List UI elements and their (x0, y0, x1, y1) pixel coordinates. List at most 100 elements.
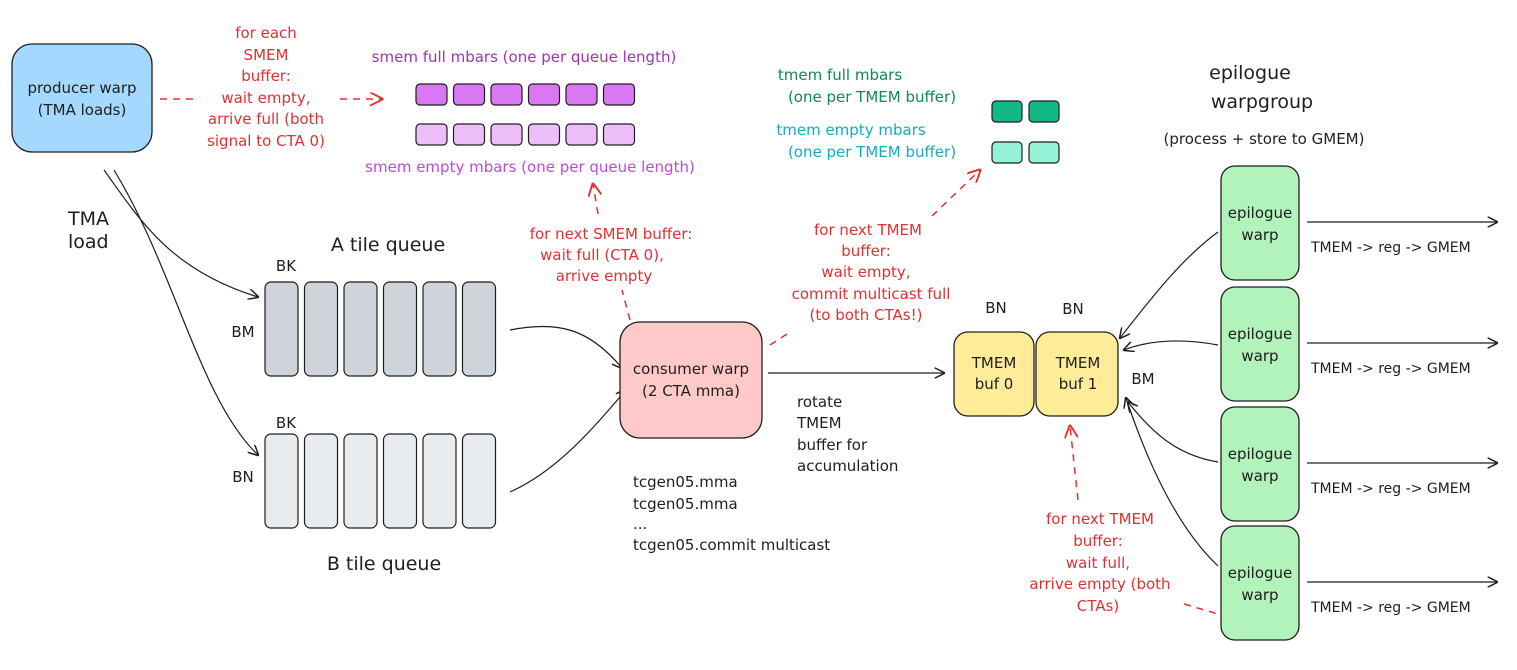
smem-full-mbars (415, 83, 636, 106)
tmem-empty-mbar (991, 141, 1023, 164)
a-queue-title: A tile queue (331, 234, 445, 256)
producer-line2: (TMA loads) (38, 101, 127, 119)
smem-full-mbar (490, 83, 523, 106)
producer-note-4: wait empty, (221, 89, 310, 107)
smem-note-3: arrive empty (556, 267, 653, 285)
epilogue-warp-node (1220, 525, 1300, 641)
epilogue-warp-line2: warp (1241, 347, 1278, 365)
b-tile (382, 433, 418, 529)
tmem-buf0-line1: TMEM (971, 354, 1017, 372)
epilogue-warp-line2: warp (1241, 226, 1278, 244)
tmem-full-mbars (991, 100, 1060, 123)
smem-empty-mbar (602, 123, 636, 146)
b-tile-queue (264, 433, 497, 529)
tmem-empty-mbar (1028, 141, 1060, 164)
tmem-note-top-2: buffer: (841, 242, 891, 260)
a-tile (303, 281, 339, 377)
epilogue-warp-line1: epilogue (1228, 445, 1293, 463)
smem-full-mbar (527, 83, 561, 106)
tmem-full-mbar (1028, 100, 1060, 123)
tmem-note-top-4: commit multicast full (792, 285, 951, 303)
tmem-note-bottom-3: wait full, (1066, 554, 1130, 572)
producer-warp-node: producer warp (TMA loads) (11, 43, 153, 153)
tmem-full-mbar (991, 100, 1023, 123)
epilogue-store-label: TMEM -> reg -> GMEM (1310, 361, 1471, 377)
smem-empty-mbar (415, 123, 448, 146)
b-queue-title: B tile queue (327, 553, 441, 575)
a-to-consumer-arrow (509, 325, 622, 368)
a-tile (422, 281, 457, 377)
epilogue-warp-node (1220, 286, 1300, 402)
tmem-note-bottom-2: buffer: (1073, 532, 1123, 550)
producer-note-1: for each (235, 24, 297, 42)
bottom-note-to-tmem-arrow (1070, 426, 1079, 501)
epilogue2-to-tmem-arrow (1124, 340, 1219, 350)
consumer-to-tmem-note-line (769, 331, 791, 346)
a-queue-bm: BM (231, 323, 254, 341)
producer-note-2: SMEM (244, 46, 289, 64)
epilogue-warp-line2: warp (1241, 467, 1278, 485)
consumer-line1: consumer warp (633, 360, 749, 378)
tmem-empty-label-2: (one per TMEM buffer) (788, 143, 956, 161)
smem-empty-mbar (490, 123, 523, 146)
mma-code-4: tcgen05.commit multicast (633, 536, 830, 554)
epilogue-warp-line1: epilogue (1228, 564, 1293, 582)
epilogue-store-label: TMEM -> reg -> GMEM (1310, 481, 1471, 497)
producer-line1: producer warp (27, 79, 136, 97)
b-tile (422, 433, 457, 529)
consumer-to-smem-note-line (621, 289, 631, 321)
tmem-empty-mbars (991, 141, 1060, 164)
epilogue-store-label: TMEM -> reg -> GMEM (1310, 600, 1471, 616)
rotate-note-4: accumulation (797, 457, 898, 475)
tmem-note-top-3: wait empty, (821, 263, 910, 281)
tmem-full-label-1: tmem full mbars (778, 66, 902, 84)
smem-full-mbar (602, 83, 636, 106)
producer-note-6: signal to CTA 0) (207, 132, 325, 150)
epilogue-warp-line1: epilogue (1228, 325, 1293, 343)
epilogue-warp-line1: epilogue (1228, 204, 1293, 222)
tmem-buf1-line1: TMEM (1055, 354, 1101, 372)
producer-note-5: arrive full (both (208, 110, 324, 128)
smem-full-mbar (565, 83, 598, 106)
consumer-warp-node: consumer warp (2 CTA mma) (619, 321, 763, 439)
smem-note-1: for next SMEM buffer: (530, 225, 693, 243)
a-tile (264, 281, 299, 377)
rotate-note-1: rotate (797, 393, 842, 411)
epilogue-warp-node (1220, 406, 1300, 522)
a-tile-queue (264, 281, 497, 377)
a-tile (461, 281, 497, 377)
tmem-bn1: BN (1062, 300, 1084, 318)
mma-code-2: tcgen05.mma (633, 495, 738, 513)
tmem-note-bottom-5: CTAs) (1077, 597, 1119, 615)
tma-load-label-1: TMA (67, 208, 109, 230)
epilogue1-to-tmem-arrow (1120, 231, 1219, 338)
tmem-bm: BM (1131, 370, 1154, 388)
smem-empty-label: smem empty mbars (one per queue length) (365, 158, 695, 176)
b-to-consumer-arrow (509, 390, 626, 493)
a-queue-bk: BK (276, 257, 297, 275)
b-tile (264, 433, 299, 529)
mma-code-3: ... (633, 515, 647, 533)
smem-full-label: smem full mbars (one per queue length) (372, 48, 677, 66)
epilogue-title-2: warpgroup (1211, 91, 1313, 113)
epilogue-warp-node (1220, 165, 1300, 281)
producer-note: for each SMEM buffer: wait empty, arrive… (207, 24, 325, 150)
tmem-full-label-2: (one per TMEM buffer) (788, 88, 956, 106)
smem-empty-mbar (527, 123, 561, 146)
tmem-buf0-line2: buf 0 (975, 375, 1014, 393)
epilogue-title-1: epilogue (1209, 62, 1291, 84)
smem-empty-mbar (452, 123, 486, 146)
smem-note-2: wait full (CTA 0), (540, 246, 664, 264)
smem-note-to-mbars-arrow (593, 184, 598, 215)
tmem-buf1-line2: buf 1 (1059, 375, 1098, 393)
tmem-note-top-1: for next TMEM (814, 221, 922, 239)
tmem-note-bottom-1: for next TMEM (1046, 510, 1154, 528)
smem-full-mbar (452, 83, 486, 106)
tmem-note-to-mbars-arrow (931, 170, 980, 217)
a-tile (382, 281, 418, 377)
epilogue-to-bottom-note-line (1183, 603, 1219, 615)
b-queue-bk: BK (276, 414, 297, 432)
rotate-note-3: buffer for (797, 436, 868, 454)
tmem-empty-label-1: tmem empty mbars (776, 121, 925, 139)
